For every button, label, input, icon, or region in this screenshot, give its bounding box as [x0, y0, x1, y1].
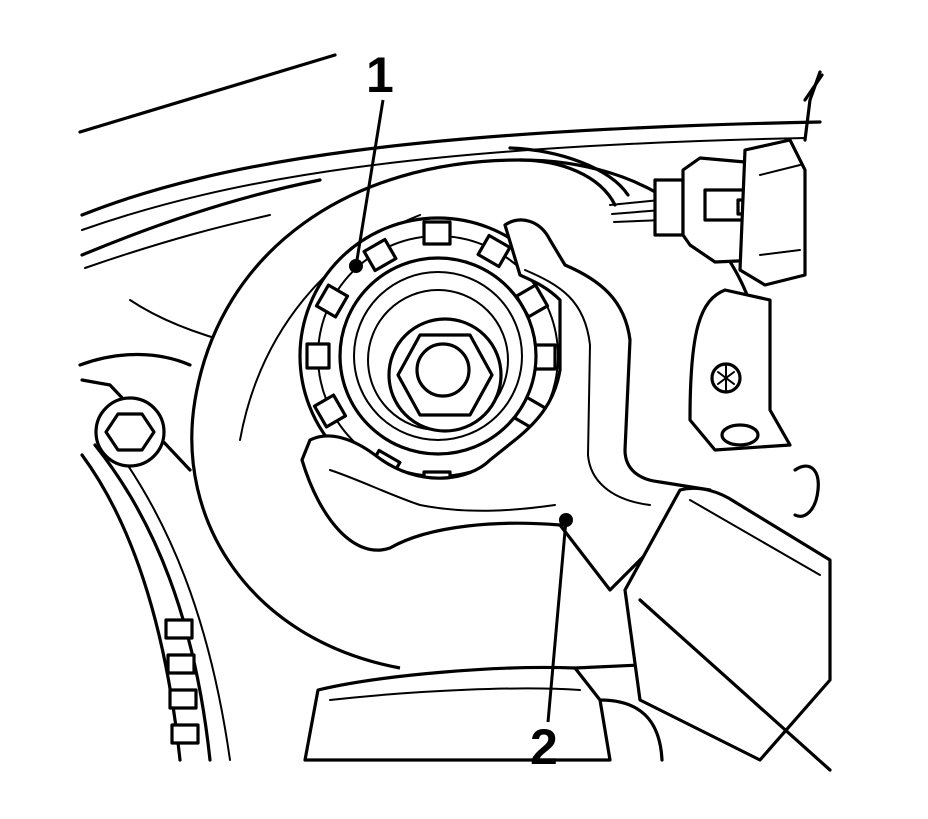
sensor-ring [298, 216, 578, 496]
side-hex-bolt [94, 396, 166, 468]
ring-slot [170, 723, 200, 745]
callout-1: 1 [349, 47, 394, 273]
ring-slot [166, 653, 196, 675]
callout-1-dot [349, 259, 363, 273]
callout-1-leader [354, 99, 385, 267]
hub-nut-center [415, 342, 471, 398]
callout-2-leader [546, 519, 568, 723]
body-panel-lines [78, 53, 824, 367]
sensor-connector [508, 138, 807, 287]
callout-2-dot [559, 513, 573, 527]
special-tool [300, 218, 832, 772]
callout-1-label: 1 [366, 47, 394, 103]
ring-slot [164, 618, 194, 640]
mounting-bracket [688, 288, 820, 518]
callout-2-label: 2 [530, 719, 558, 775]
ring-slot [168, 688, 198, 710]
callout-2: 2 [530, 513, 573, 775]
